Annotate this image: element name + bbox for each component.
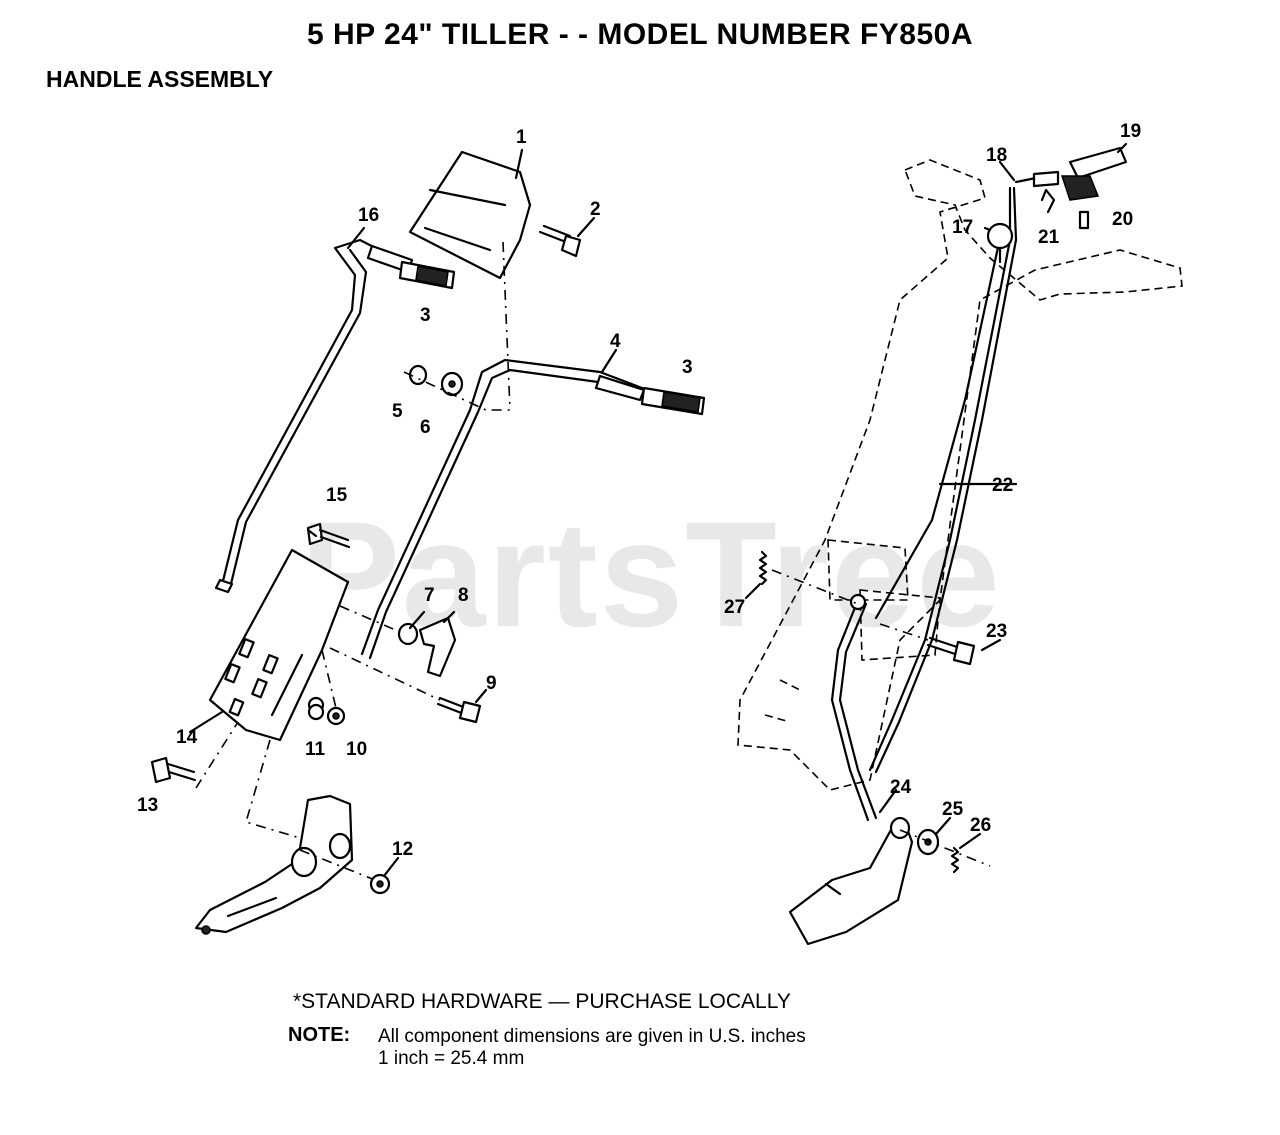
callout-3-upper: 3 [420, 305, 431, 326]
part-3-grip-lower [640, 386, 706, 416]
callout-7: 7 [424, 585, 435, 606]
callout-18: 18 [986, 145, 1008, 166]
part-21-clip [1040, 188, 1056, 214]
callout-26: 26 [970, 815, 992, 836]
part-5-nut [408, 364, 428, 386]
part-27-spring [758, 550, 768, 586]
callout-21: 21 [1038, 227, 1060, 248]
part-11-nut [307, 696, 325, 721]
assembly-line-12 [299, 849, 376, 881]
callout-15: 15 [326, 485, 348, 506]
diagram-subtitle: HANDLE ASSEMBLY [46, 66, 274, 92]
leader-lines [188, 142, 1128, 878]
callout-4: 4 [610, 331, 621, 352]
part-20-screw [1078, 210, 1090, 230]
callout-12: 12 [392, 839, 414, 860]
assembly-line-9 [329, 647, 441, 701]
lower-bracket-right [788, 816, 914, 946]
part-7-washer [397, 622, 419, 646]
part-3-grip-upper [398, 260, 456, 290]
callout-23: 23 [986, 621, 1008, 642]
note-line-1: All component dimensions are given in U.… [378, 1026, 806, 1047]
part-2-bolt [538, 224, 582, 258]
assembly-line-5-6 [403, 371, 510, 411]
note-label: NOTE: [288, 1024, 351, 1046]
part-10-nut [326, 706, 346, 726]
part-12-nut [369, 873, 391, 895]
part-24-shift-rod [830, 593, 878, 822]
part-23-bolt [926, 636, 976, 666]
diagram-title: 5 HP 24" TILLER - - MODEL NUMBER FY850A [306, 18, 974, 51]
callout-25: 25 [942, 799, 964, 820]
part-17-knob [986, 222, 1014, 264]
callout-27: 27 [724, 597, 746, 618]
part-26-pin [950, 846, 960, 874]
part-9-bolt [436, 696, 482, 724]
callout-19: 19 [1120, 121, 1142, 142]
callout-2: 2 [590, 199, 601, 220]
callout-3-lower: 3 [682, 357, 693, 378]
callout-6: 6 [420, 417, 431, 438]
part-18-cable-end [1014, 170, 1060, 188]
assembly-line-bracket [245, 739, 301, 839]
part-4-handle-bar [360, 358, 646, 660]
part-1-cover [408, 150, 532, 280]
assembly-line-25-26 [899, 829, 991, 867]
assembly-line-7-8 [339, 605, 401, 633]
part-13-bolt [150, 756, 197, 784]
callout-5: 5 [392, 401, 403, 422]
assembly-line-23 [879, 623, 929, 641]
part-14-bracket-plate [208, 548, 350, 742]
callout-1: 1 [516, 127, 527, 148]
ghost-handle-assembly [737, 159, 1183, 791]
part-19-throttle-lever [1060, 146, 1128, 201]
callout-22: 22 [992, 475, 1014, 496]
lower-bracket-casting [194, 794, 354, 935]
callout-11: 11 [305, 739, 326, 760]
assembly-line-27 [771, 569, 859, 605]
assembly-line-13 [195, 721, 239, 789]
part-6-washer [440, 371, 464, 397]
part-8-knob [418, 616, 457, 678]
assembly-line-cover [502, 241, 511, 411]
callout-10: 10 [346, 739, 368, 760]
callout-17: 17 [952, 217, 974, 238]
callout-8: 8 [458, 585, 469, 606]
callout-9: 9 [486, 673, 497, 694]
callout-14: 14 [176, 727, 198, 748]
callout-24: 24 [890, 777, 912, 798]
footnote-standard-hardware: *STANDARD HARDWARE — PURCHASE LOCALLY [293, 990, 791, 1013]
callout-13: 13 [137, 795, 159, 816]
assembly-line-10 [321, 649, 337, 709]
callout-16: 16 [358, 205, 380, 226]
callout-20: 20 [1112, 209, 1134, 230]
note-line-2: 1 inch = 25.4 mm [378, 1048, 525, 1069]
